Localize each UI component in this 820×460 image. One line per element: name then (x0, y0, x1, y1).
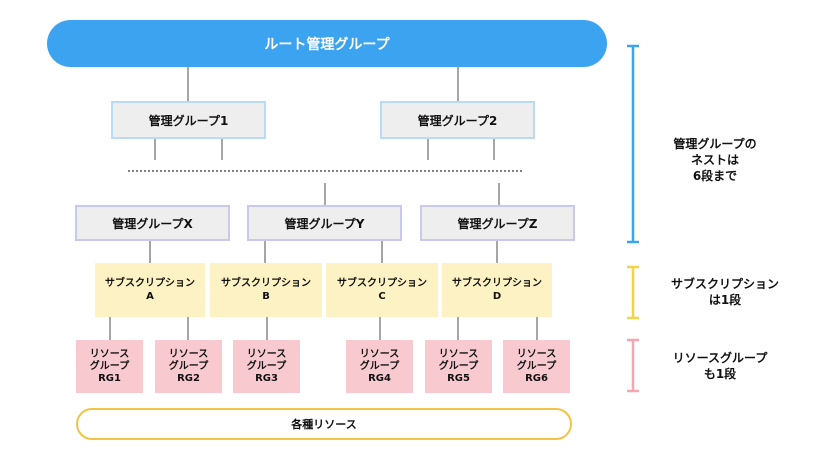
management-group-label: 管理グループX (112, 216, 193, 231)
note-line: サブスクリプション (670, 277, 779, 291)
management-group-label: 管理グループZ (457, 216, 538, 231)
resource-group-line: グループ (359, 360, 400, 372)
resource-group-id: RG3 (255, 372, 278, 384)
management-group-x: 管理グループX (75, 205, 230, 241)
management-group-1: 管理グループ1 (111, 101, 266, 139)
resource-group-line: グループ (438, 360, 479, 372)
subscription-suffix: C (378, 291, 386, 302)
resource-group-line: リソース (438, 348, 479, 360)
resource-group-id: RG5 (447, 372, 470, 384)
note-line: も1段 (703, 367, 737, 381)
resource-group-line: グループ (246, 360, 287, 372)
management-note: 管理グループの ネストは 6段まで (645, 136, 785, 184)
root-management-group-label: ルート管理グループ (264, 36, 390, 53)
resource-group-id: RG6 (525, 372, 548, 384)
resource-group-id: RG4 (368, 372, 391, 384)
resource-group-line: リソース (359, 348, 400, 360)
subscription-label: サブスクリプション (337, 278, 427, 289)
management-group-z: 管理グループZ (420, 205, 575, 241)
note-line: ネストは (690, 153, 739, 167)
subscription-b: サブスクリプション B (210, 263, 322, 317)
management-group-label: 管理グループ2 (417, 113, 498, 128)
subscription-d: サブスクリプション D (442, 263, 552, 317)
resource-group-note: リソースグループ も1段 (645, 350, 795, 382)
subscription-suffix: D (492, 291, 502, 302)
root-management-group: ルート管理グループ (47, 20, 607, 67)
management-bracket (627, 44, 639, 244)
note-line: リソースグループ (672, 351, 768, 365)
note-line: 6段まで (692, 169, 738, 183)
subscription-a: サブスクリプション A (95, 263, 205, 317)
management-group-y: 管理グループY (247, 205, 402, 241)
resource-group-line: リソース (246, 348, 287, 360)
resource-group-line: リソース (168, 348, 209, 360)
resource-group-id: RG1 (98, 372, 121, 384)
resource-group-rg6: リソース グループ RG6 (503, 340, 570, 393)
resources-box: 各種リソース (76, 408, 572, 440)
management-group-2: 管理グループ2 (380, 101, 535, 139)
resource-group-line: リソース (516, 348, 557, 360)
subscription-suffix: B (262, 291, 270, 302)
subscription-label: サブスクリプション (221, 278, 311, 289)
resource-group-rg4: リソース グループ RG4 (346, 340, 413, 393)
resource-group-rg2: リソース グループ RG2 (155, 340, 222, 393)
subscription-label: サブスクリプション (452, 278, 542, 289)
resource-group-bracket (627, 338, 639, 393)
resource-group-rg5: リソース グループ RG5 (425, 340, 492, 393)
subscription-suffix: A (146, 291, 154, 302)
subscription-note: サブスクリプション は1段 (645, 276, 805, 308)
resource-group-line: グループ (168, 360, 209, 372)
subscription-bracket (627, 265, 639, 320)
resource-group-id: RG2 (177, 372, 200, 384)
resource-group-rg3: リソース グループ RG3 (233, 340, 300, 393)
resources-label: 各種リソース (291, 418, 357, 431)
resource-group-line: リソース (89, 348, 130, 360)
resource-group-line: グループ (516, 360, 557, 372)
subscription-c: サブスクリプション C (326, 263, 438, 317)
management-group-label: 管理グループ1 (148, 113, 229, 128)
resource-group-rg1: リソース グループ RG1 (76, 340, 143, 393)
note-line: 管理グループの (673, 137, 757, 151)
note-line: は1段 (708, 293, 742, 307)
resource-group-line: グループ (89, 360, 130, 372)
subscription-label: サブスクリプション (105, 278, 195, 289)
management-group-label: 管理グループY (284, 216, 365, 231)
